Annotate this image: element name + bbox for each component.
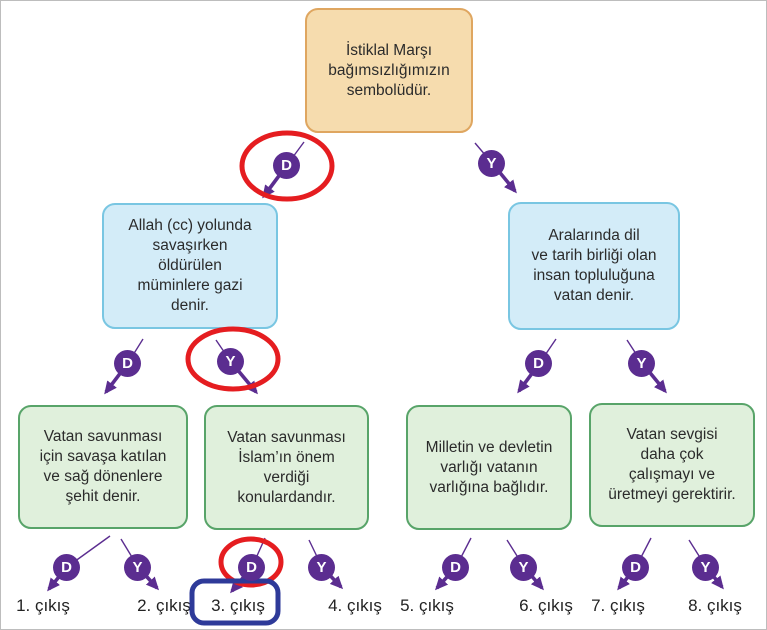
node-right-statement: Aralarında dil ve tarih birliği olan ins…: [508, 202, 680, 330]
true-badge-left-statement: D: [114, 350, 141, 377]
true-badge-right-statement: D: [525, 350, 552, 377]
exit-label-2: 2. çıkış: [137, 596, 191, 615]
false-badge-leaf-2: Y: [308, 554, 335, 581]
node-leaf-3: Milletin ve devletin varlığı vatanın var…: [406, 405, 572, 530]
exit-label-1: 1. çıkış: [16, 596, 70, 615]
exit-label-7: 7. çıkış: [591, 596, 645, 615]
false-badge-left-statement: Y: [217, 348, 244, 375]
node-leaf-2: Vatan savunması İslam’ın önem verdiği ko…: [204, 405, 369, 530]
true-badge-leaf-2: D: [238, 554, 265, 581]
node-leaf-4: Vatan sevgisi daha çok çalışmayı ve üret…: [589, 403, 755, 527]
false-badge-leaf-4: Y: [692, 554, 719, 581]
true-badge-leaf-4: D: [622, 554, 649, 581]
exit-label-3: 3. çıkış: [211, 596, 265, 615]
node-root-statement: İstiklal Marşı bağımsızlığımızın sembolü…: [305, 8, 473, 133]
false-badge-right-statement: Y: [628, 350, 655, 377]
false-badge-root: Y: [478, 150, 505, 177]
false-badge-leaf-1: Y: [124, 554, 151, 581]
true-badge-leaf-1: D: [53, 554, 80, 581]
node-left-statement: Allah (cc) yolunda savaşırken öldürülen …: [102, 203, 278, 329]
true-badge-leaf-3: D: [442, 554, 469, 581]
exit-label-8: 8. çıkış: [688, 596, 742, 615]
true-badge-root: D: [273, 152, 300, 179]
false-badge-leaf-3: Y: [510, 554, 537, 581]
exit-label-5: 5. çıkış: [400, 596, 454, 615]
node-leaf-1: Vatan savunması için savaşa katılan ve s…: [18, 405, 188, 529]
exit-label-6: 6. çıkış: [519, 596, 573, 615]
exit-label-4: 4. çıkış: [328, 596, 382, 615]
